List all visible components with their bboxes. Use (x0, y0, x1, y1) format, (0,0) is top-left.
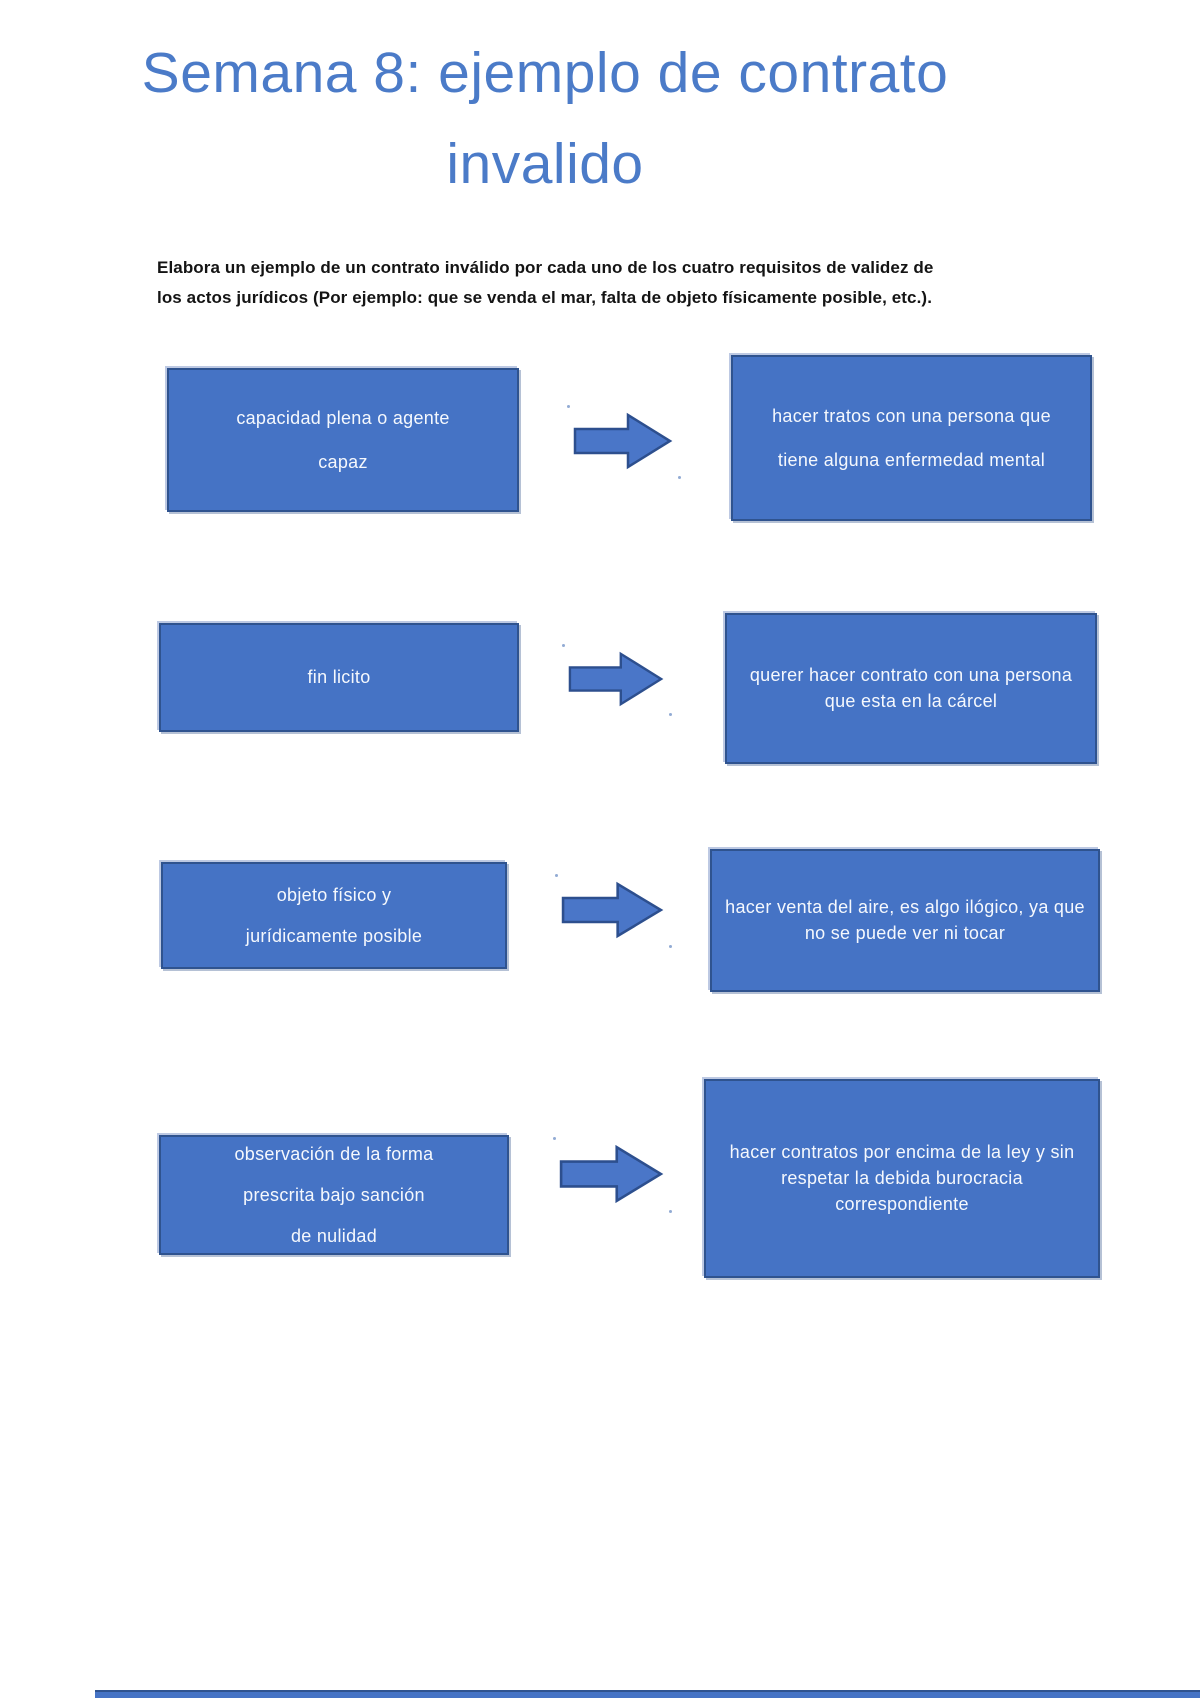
intro-line-1: Elabora un ejemplo de un contrato inváli… (157, 258, 934, 277)
requirement-box-objeto-posible: objeto físico y jurídicamente posible (161, 862, 507, 969)
box-text-line: que esta en la cárcel (824, 691, 998, 711)
box-text-line: observación de la forma (234, 1143, 434, 1164)
stray-dot (555, 874, 558, 877)
example-box-venta-del-aire: hacer venta del aire, es algo ilógico, y… (710, 849, 1100, 992)
box-text-line: fin licito (307, 667, 371, 687)
box-text-line: capaz (318, 451, 368, 472)
requirement-box-capacidad: capacidad plena o agente capaz (167, 368, 519, 512)
requirement-box-forma-prescrita: observación de la forma prescrita bajo s… (159, 1135, 509, 1255)
stray-dot (562, 644, 565, 647)
right-arrow-icon (567, 405, 681, 479)
intro-paragraph: Elabora un ejemplo de un contrato inváli… (157, 253, 977, 314)
stray-dot (567, 405, 570, 408)
stray-dot (553, 1137, 556, 1140)
example-box-carcel: querer hacer contrato con una persona qu… (725, 613, 1097, 764)
right-arrow-icon (555, 874, 672, 948)
box-text-line: tiene alguna enfermedad mental (777, 449, 1046, 470)
box-text-line: querer hacer contrato con una persona (749, 665, 1073, 685)
requirement-box-fin-licito: fin licito (159, 623, 519, 732)
stray-dot (678, 476, 681, 479)
right-arrow-icon (553, 1137, 672, 1213)
example-box-enfermedad-mental: hacer tratos con una persona que tiene a… (731, 355, 1092, 521)
box-text-line: hacer venta del aire, es algo ilógico, y… (725, 897, 1085, 917)
right-arrow-icon (562, 644, 672, 716)
box-text-line: correspondiente (835, 1194, 969, 1214)
stray-dot (669, 945, 672, 948)
page-title: Semana 8: ejemplo de contrato invalido (0, 28, 1090, 210)
box-text-line: prescrita bajo sanción (243, 1184, 425, 1205)
box-text-line: jurídicamente posible (245, 925, 423, 946)
box-text-line: de nulidad (290, 1225, 378, 1246)
example-box-burocracia: hacer contratos por encima de la ley y s… (704, 1079, 1100, 1278)
box-text-line: respetar la debida burocracia (781, 1168, 1023, 1188)
cutoff-box-top-edge (95, 1690, 1200, 1698)
box-text-line: hacer tratos con una persona que (772, 405, 1051, 426)
box-text-line: objeto físico y (276, 884, 392, 905)
stray-dot (669, 713, 672, 716)
box-text-line: capacidad plena o agente (236, 407, 450, 428)
intro-line-2: los actos jurídicos (Por ejemplo: que se… (157, 288, 933, 308)
stray-dot (669, 1210, 672, 1213)
box-text-line: hacer contratos por encima de la ley y s… (729, 1142, 1075, 1162)
page-title-line-2: invalido (446, 132, 644, 197)
box-text-line: no se puede ver ni tocar (804, 923, 1006, 943)
page-title-line-1: Semana 8: ejemplo de contrato (141, 41, 949, 105)
